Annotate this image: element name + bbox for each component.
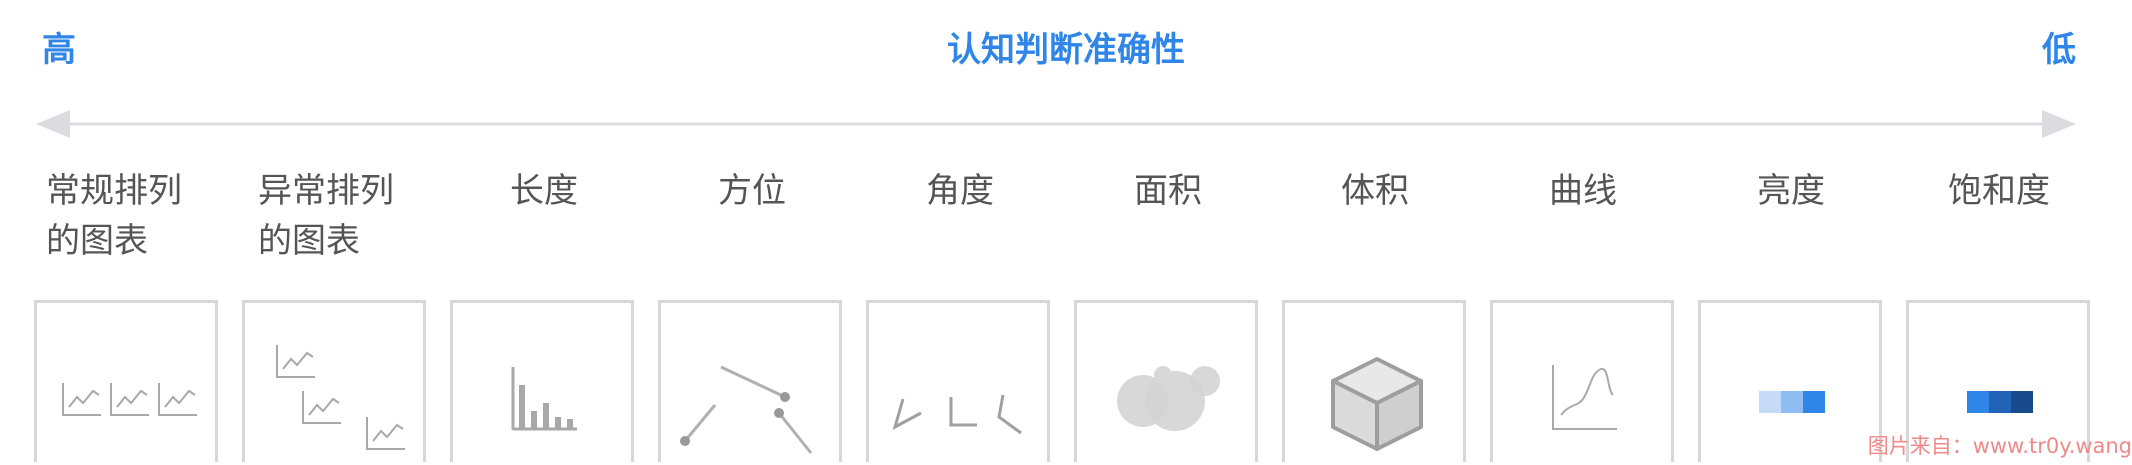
card-regular-layout	[34, 300, 218, 462]
label-angle: 角度	[926, 171, 994, 211]
card-area	[1074, 300, 1258, 462]
area-bubbles-icon	[1117, 366, 1220, 431]
label-saturation: 饱和度	[1948, 171, 2050, 211]
label-regular-layout: 常规排列的图表	[46, 171, 182, 261]
label-volume: 体积	[1341, 171, 1409, 211]
card-angle	[866, 300, 1050, 462]
label-area: 面积	[1134, 171, 1202, 211]
card-luminance	[1698, 300, 1882, 462]
card-direction	[658, 300, 842, 462]
angles-icon	[892, 394, 1022, 435]
card-length	[450, 300, 634, 462]
card-saturation	[1906, 300, 2090, 462]
card-volume	[1282, 300, 1466, 462]
saturation-blocks-icon	[1967, 391, 2033, 413]
image-credit: 图片来自：www.tr0y.wang	[1867, 434, 2132, 458]
label-irregular-layout: 异常排列的图表	[258, 171, 394, 261]
label-luminance: 亮度	[1757, 171, 1825, 211]
label-curve: 曲线	[1549, 171, 1617, 211]
direction-lines-icon	[680, 365, 813, 454]
double-arrow-axis	[36, 110, 2076, 138]
curve-icon	[1552, 365, 1617, 430]
small-multiples-row-icon	[62, 383, 197, 416]
small-multiples-staggered-icon	[276, 345, 405, 450]
volume-cube-icon	[1331, 357, 1423, 451]
label-length: 长度	[510, 171, 578, 211]
card-curve	[1490, 300, 1674, 462]
high-accuracy-label: 高	[42, 30, 76, 70]
bar-length-icon	[511, 367, 577, 431]
luminance-blocks-icon	[1759, 391, 1825, 413]
low-accuracy-label: 低	[2042, 30, 2076, 70]
card-irregular-layout	[242, 300, 426, 462]
accuracy-axis-title: 认知判断准确性	[947, 30, 1185, 70]
label-direction: 方位	[718, 171, 786, 211]
